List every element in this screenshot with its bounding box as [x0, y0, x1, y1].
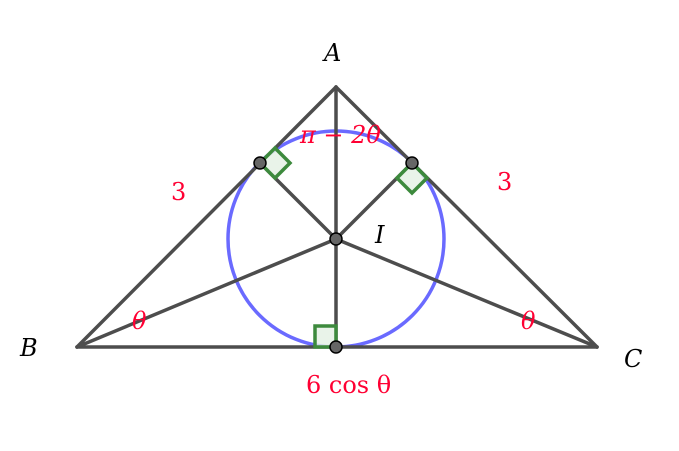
bisector-b — [75, 237, 338, 349]
point-tangent-left — [253, 156, 267, 170]
label-side-ab: 3 — [171, 178, 186, 206]
label-angle-c: θ — [521, 307, 536, 335]
point-tangent-right — [405, 156, 419, 170]
label-a: A — [322, 39, 341, 67]
label-side-ac: 3 — [497, 168, 512, 196]
right-angle-marker-right — [394, 160, 430, 196]
label-i: I — [374, 221, 385, 249]
label-c: C — [624, 345, 642, 373]
right-angle-marker-left — [257, 145, 293, 181]
right-angle-marker-bottom — [313, 324, 338, 349]
label-angle-b: θ — [132, 307, 147, 335]
side-ac — [334, 85, 599, 349]
bisector-c — [334, 237, 599, 349]
point-tangent-bottom — [329, 340, 343, 354]
point-incenter — [329, 232, 343, 246]
side-ab — [75, 85, 338, 349]
label-b: B — [19, 334, 38, 362]
label-base-bc: 6 cos θ — [306, 371, 391, 399]
label-angle-a: π − 2θ — [299, 121, 381, 149]
